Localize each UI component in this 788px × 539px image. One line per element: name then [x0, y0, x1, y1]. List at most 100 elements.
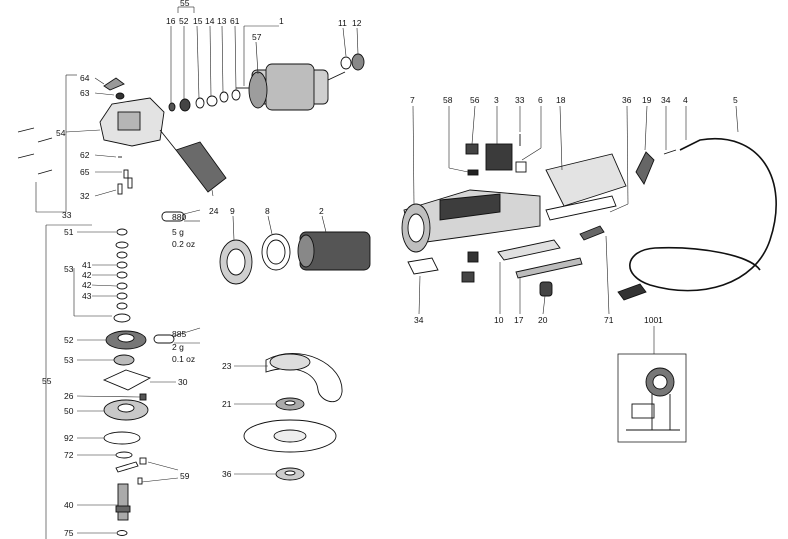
gasket-part [102, 369, 152, 391]
callout-42-b: 42 [82, 270, 92, 280]
callout-64: 64 [80, 73, 90, 83]
leader-lines [35, 6, 739, 539]
grease-tube-880 [161, 211, 185, 222]
callout-36: 36 [622, 95, 632, 105]
callout-18: 18 [556, 95, 566, 105]
spring-washer-parts [115, 451, 147, 485]
callout-40: 40 [64, 500, 74, 510]
callout-12: 12 [352, 18, 362, 28]
callout-75: 75 [64, 528, 74, 538]
flange-part [219, 239, 253, 285]
callout-58: 58 [443, 95, 453, 105]
callout-9: 9 [230, 206, 235, 216]
callout-32: 33 [62, 210, 72, 220]
callout-11: 11 [338, 18, 347, 28]
callout-15: 15 [193, 16, 203, 26]
callout-30: 30 [178, 377, 188, 387]
bearing-parts [340, 53, 365, 71]
spindle-part [115, 483, 131, 521]
callout-labels: 55 16 52 15 14 13 61 1 57 11 12 64 63 54… [42, 0, 738, 538]
callout-24: 24 [209, 206, 219, 216]
ring-part [261, 233, 291, 271]
callout-31: 32 [80, 191, 90, 201]
callout-62: 62 [80, 150, 90, 160]
switch-parts [465, 134, 527, 176]
callout-5: 5 [733, 95, 738, 105]
grease-880-ounces: 0.2 oz [172, 239, 195, 249]
wiring-diagram-inset [617, 353, 687, 443]
callout-72: 72 [64, 450, 74, 460]
grease-tube-885 [153, 334, 175, 344]
grease-880-tag: 880 [172, 212, 186, 222]
callout-53-upper: 53 [64, 264, 74, 274]
callout-52-top: 52 [179, 16, 189, 26]
callout-51: 51 [64, 227, 74, 237]
gear-stack-parts [168, 89, 241, 112]
armature-part [236, 63, 346, 111]
callout-57: 57 [252, 32, 262, 42]
callout-10: 10 [494, 315, 504, 325]
callout-55-top: 55 [180, 0, 190, 8]
strain-relief-part [635, 149, 677, 185]
callout-26: 26 [64, 391, 74, 401]
callout-13: 13 [217, 16, 227, 26]
electronics-parts [461, 225, 605, 297]
wheel-guard-part [265, 353, 343, 403]
callout-19: 19 [642, 95, 652, 105]
callout-55-left: 55 [42, 376, 52, 386]
callout-50: 50 [64, 406, 74, 416]
callout-20: 20 [538, 315, 548, 325]
callout-21: 21 [222, 399, 232, 409]
callout-54: 54 [56, 128, 66, 138]
callout-33-a: 33 [515, 95, 525, 105]
handle-cover-part [545, 153, 627, 221]
callout-65: 65 [80, 167, 90, 177]
motor-housing-part [401, 189, 541, 253]
side-handle-part [159, 129, 227, 193]
callout-3: 3 [494, 95, 499, 105]
stator-part [297, 231, 371, 271]
screw-parts [17, 127, 133, 195]
bearing-flange-part [103, 393, 149, 421]
callout-16: 16 [166, 16, 176, 26]
callout-63: 63 [80, 88, 90, 98]
callout-43: 42 [82, 280, 92, 290]
callout-42-a: 41 [82, 260, 92, 270]
grease-885-ounces: 0.1 oz [172, 354, 195, 364]
callout-23: 23 [222, 361, 232, 371]
callout-4: 4 [683, 95, 688, 105]
grease-880-grams: 5 g [172, 227, 184, 237]
callout-61: 61 [230, 16, 240, 26]
part-drawings [17, 53, 777, 536]
power-cable-part [617, 137, 777, 301]
callout-1: 1 [279, 16, 284, 26]
callout-71: 71 [604, 315, 614, 325]
grease-885-tag: 885 [172, 329, 186, 339]
callout-34: 34 [414, 315, 424, 325]
callout-92: 92 [64, 433, 74, 443]
callout-56: 56 [470, 95, 480, 105]
callout-52-lower: 52 [64, 335, 74, 345]
support-flange-part [275, 397, 305, 411]
o-ring-part [103, 431, 141, 445]
callout-8: 8 [265, 206, 270, 216]
callout-17: 17 [514, 315, 524, 325]
grease-885-grams: 2 g [172, 342, 184, 352]
callout-1001: 1001 [644, 315, 663, 325]
callout-14: 14 [205, 16, 215, 26]
callout-59: 59 [180, 471, 190, 481]
fan-part [248, 71, 268, 109]
gear-head-part [99, 77, 165, 147]
spindle-stack-parts [113, 228, 131, 323]
label-part [407, 257, 439, 275]
callout-53-lower: 53 [64, 355, 74, 365]
callout-41: 36 [222, 469, 232, 479]
callout-33-b: 34 [661, 95, 671, 105]
clamping-nut-part [275, 467, 305, 481]
grinding-disc-part [243, 419, 337, 453]
callout-6: 6 [538, 95, 543, 105]
bevel-gear-part [105, 330, 147, 366]
callout-2: 2 [319, 206, 324, 216]
washer-75-part [116, 530, 128, 536]
